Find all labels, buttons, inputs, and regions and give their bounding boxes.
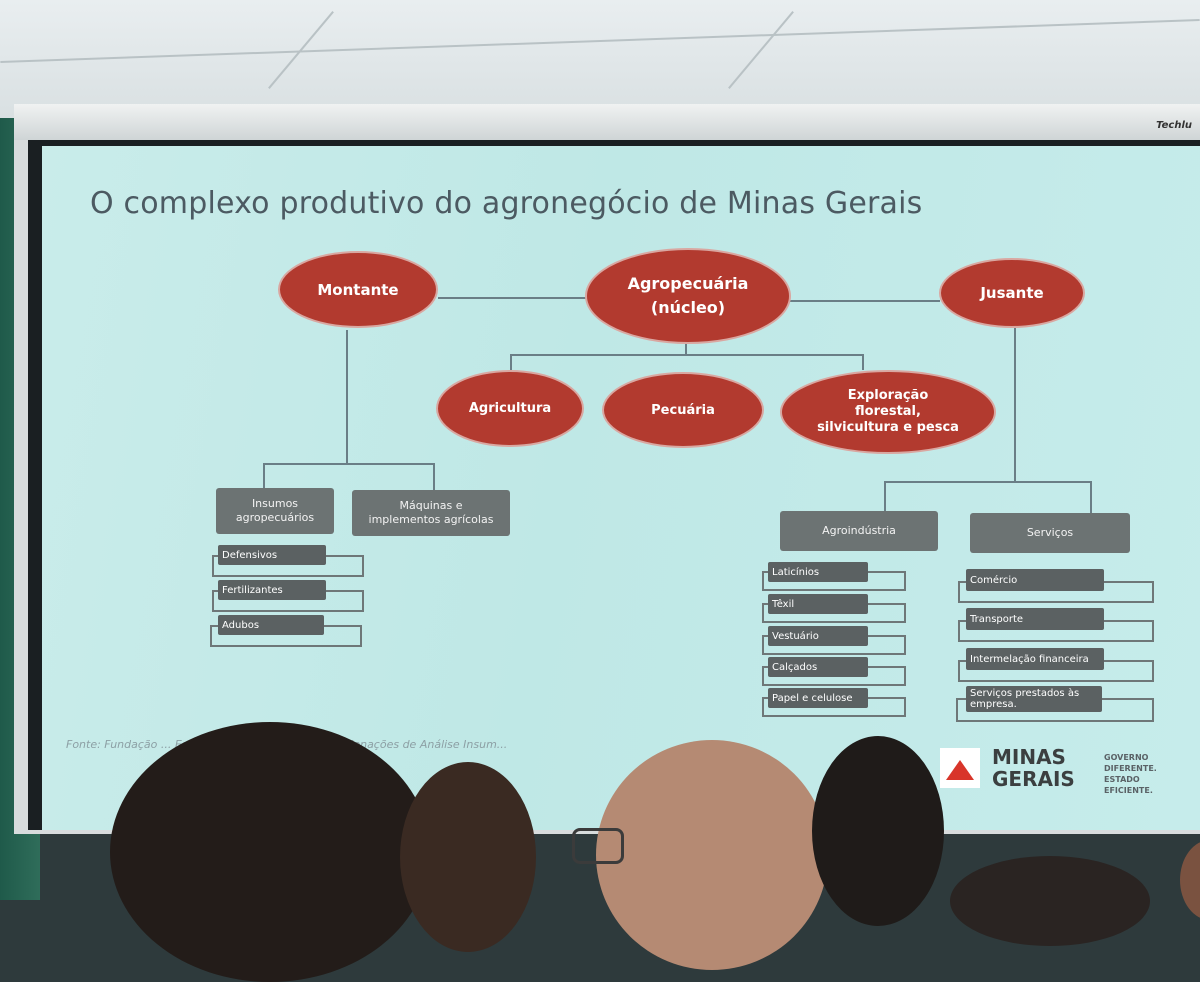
connector-line [438, 297, 588, 299]
connector-line [685, 344, 687, 356]
connector-line [346, 330, 348, 464]
audience-head [596, 740, 828, 970]
agroindustria-item: Calçados [768, 657, 868, 677]
connector-line [1014, 328, 1016, 482]
servicos-item: Transporte [966, 608, 1104, 630]
servicos-item: Intermelação financeira [966, 648, 1104, 670]
connector-line [862, 354, 864, 370]
insumos-item: Defensivos [218, 545, 326, 565]
connector-line [884, 481, 1092, 483]
pecuaria-node: Pecuária [602, 372, 764, 448]
logo-tagline: GOVERNO DIFERENTE. ESTADO EFICIENTE. [1104, 753, 1157, 795]
audience-head [1180, 840, 1200, 920]
screen-housing [14, 104, 1200, 140]
connector-line [263, 463, 435, 465]
ceiling [0, 0, 1200, 118]
agroindustria-item: Têxil [768, 594, 868, 614]
insumos-box: Insumos agropecuários [216, 488, 334, 534]
audience-head [110, 722, 430, 982]
audience-head [950, 856, 1150, 946]
exploracao-node: Exploração florestal, silvicultura e pes… [780, 370, 996, 454]
connector-line [433, 463, 435, 490]
maquinas-box: Máquinas e implementos agrícolas [352, 490, 510, 536]
minas-gerais-logo: MINAS GERAIS [992, 745, 1075, 791]
connector-line [1090, 481, 1092, 513]
connector-line [263, 463, 265, 488]
audience-head [812, 736, 944, 926]
slide [28, 140, 1200, 830]
agroindustria-item: Laticínios [768, 562, 868, 582]
connector-line [510, 354, 864, 356]
insumos-item: Adubos [218, 615, 324, 635]
connector-line [884, 481, 886, 511]
audience-head [400, 762, 536, 952]
jusante-node: Jusante [939, 258, 1085, 328]
nucleo-node: Agropecuária (núcleo) [585, 248, 791, 344]
connector-line [790, 300, 940, 302]
agroindustria-box: Agroindústria [780, 511, 938, 551]
connector-line [510, 354, 512, 370]
servicos-item: Comércio [966, 569, 1104, 591]
servicos-item: Serviços prestados às empresa. [966, 686, 1102, 712]
servicos-box: Serviços [970, 513, 1130, 553]
projector-brand: Techlu [1156, 120, 1192, 131]
eyeglasses [572, 828, 624, 864]
montante-node: Montante [278, 251, 438, 328]
agricultura-node: Agricultura [436, 370, 584, 447]
agroindustria-item: Vestuário [768, 626, 868, 646]
insumos-item: Fertilizantes [218, 580, 326, 600]
minas-gerais-logo-icon [940, 748, 980, 788]
agroindustria-item: Papel e celulose [768, 688, 868, 708]
slide-title: O complexo produtivo do agronegócio de M… [90, 186, 923, 221]
